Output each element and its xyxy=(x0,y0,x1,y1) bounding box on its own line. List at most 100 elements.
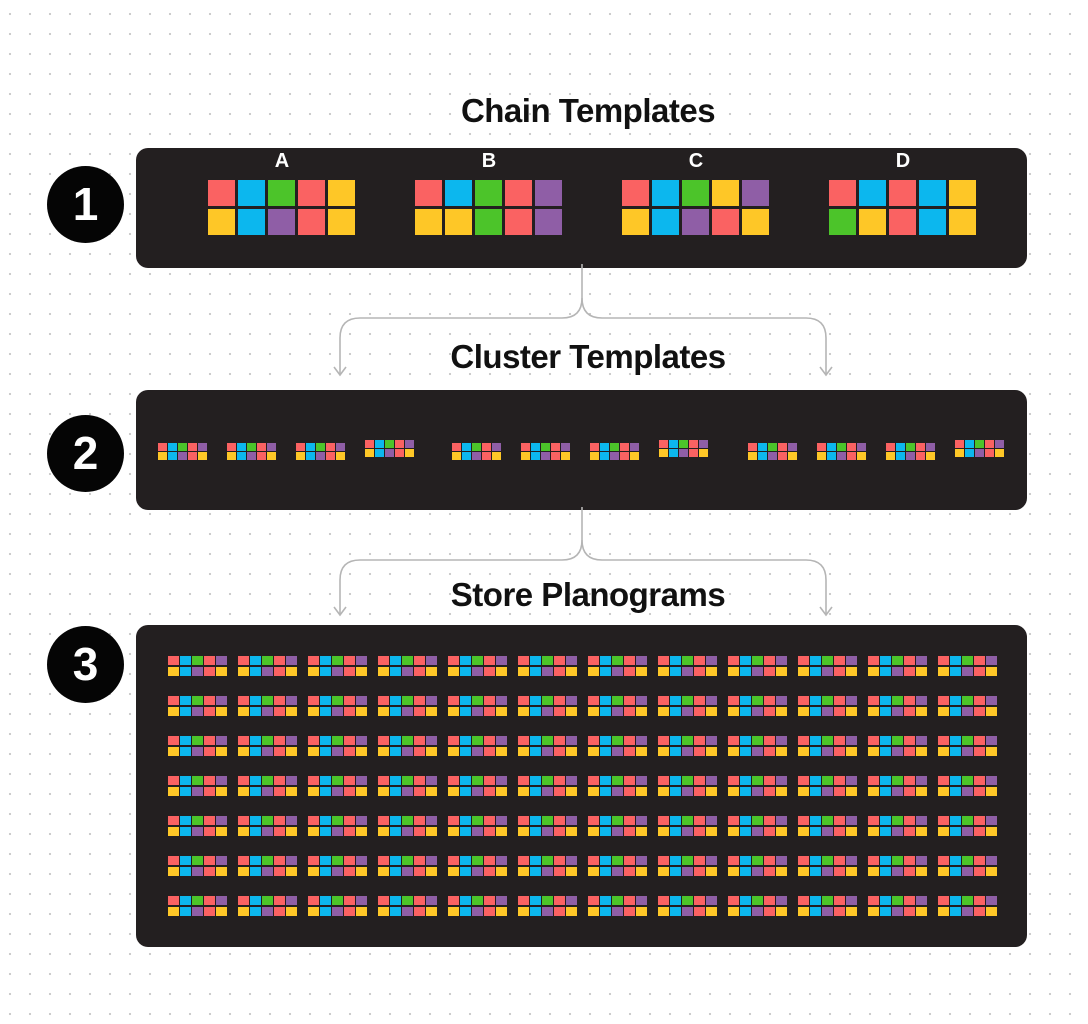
product-block xyxy=(846,816,857,825)
product-block xyxy=(168,656,179,665)
product-block xyxy=(916,827,927,836)
product-block xyxy=(530,696,541,705)
product-block xyxy=(496,896,507,905)
product-block xyxy=(274,856,285,865)
product-block xyxy=(216,696,227,705)
product-block xyxy=(554,776,565,785)
product-block xyxy=(788,452,797,460)
product-block xyxy=(460,907,471,916)
product-block xyxy=(916,696,927,705)
product-block xyxy=(308,907,319,916)
product-block xyxy=(798,827,809,836)
store-planogram-grid xyxy=(588,656,647,676)
product-block xyxy=(484,667,495,676)
product-block xyxy=(518,787,529,796)
product-block xyxy=(962,816,973,825)
product-block xyxy=(636,707,647,716)
product-block xyxy=(880,816,891,825)
product-block xyxy=(426,707,437,716)
product-block xyxy=(385,440,394,448)
product-block xyxy=(776,816,787,825)
product-block xyxy=(682,827,693,836)
product-block xyxy=(262,856,273,865)
store-planogram-grid xyxy=(238,736,297,756)
product-block xyxy=(810,736,821,745)
product-block xyxy=(257,452,266,460)
product-block xyxy=(658,907,669,916)
product-block xyxy=(868,747,879,756)
product-block xyxy=(492,443,501,451)
product-block xyxy=(168,787,179,796)
product-block xyxy=(694,856,705,865)
product-block xyxy=(247,452,256,460)
product-block xyxy=(542,667,553,676)
product-block xyxy=(308,707,319,716)
product-block xyxy=(320,896,331,905)
product-block xyxy=(612,656,623,665)
product-block xyxy=(238,747,249,756)
store-planogram-grid xyxy=(518,896,577,916)
product-block xyxy=(238,867,249,876)
product-block xyxy=(950,747,961,756)
product-block xyxy=(306,452,315,460)
product-block xyxy=(965,440,974,448)
product-block xyxy=(694,656,705,665)
product-block xyxy=(286,747,297,756)
store-planogram-grid xyxy=(728,776,787,796)
product-block xyxy=(658,776,669,785)
product-block xyxy=(986,896,997,905)
product-block xyxy=(846,776,857,785)
product-block xyxy=(518,856,529,865)
product-block xyxy=(868,736,879,745)
store-planogram-grid xyxy=(168,856,227,876)
product-block xyxy=(798,776,809,785)
product-block xyxy=(694,867,705,876)
product-block xyxy=(712,180,739,206)
product-block xyxy=(216,656,227,665)
store-planogram-grid xyxy=(798,696,857,716)
product-block xyxy=(810,656,821,665)
store-planogram-grid xyxy=(728,696,787,716)
product-block xyxy=(198,452,207,460)
product-block xyxy=(694,776,705,785)
product-block xyxy=(192,867,203,876)
product-block xyxy=(658,827,669,836)
product-block xyxy=(462,452,471,460)
product-block xyxy=(949,180,976,206)
store-planogram-grid xyxy=(518,736,577,756)
product-block xyxy=(834,707,845,716)
product-block xyxy=(974,696,985,705)
product-block xyxy=(868,787,879,796)
product-block xyxy=(740,816,751,825)
product-block xyxy=(986,787,997,796)
store-planogram-grid xyxy=(378,896,437,916)
product-block xyxy=(320,816,331,825)
product-block xyxy=(414,896,425,905)
product-block xyxy=(542,827,553,836)
product-block xyxy=(356,867,367,876)
product-block xyxy=(706,816,717,825)
product-block xyxy=(518,776,529,785)
cluster-template-grid xyxy=(365,440,414,457)
product-block xyxy=(904,867,915,876)
product-block xyxy=(518,816,529,825)
product-block xyxy=(588,896,599,905)
product-block xyxy=(658,816,669,825)
product-block xyxy=(620,452,629,460)
product-block xyxy=(238,816,249,825)
product-block xyxy=(612,707,623,716)
product-block xyxy=(859,180,886,206)
store-planogram-grid xyxy=(378,816,437,836)
product-block xyxy=(192,696,203,705)
product-block xyxy=(682,776,693,785)
product-block xyxy=(320,827,331,836)
product-block xyxy=(682,867,693,876)
product-block xyxy=(448,787,459,796)
product-block xyxy=(682,896,693,905)
product-block xyxy=(216,827,227,836)
product-block xyxy=(764,896,775,905)
product-block xyxy=(798,896,809,905)
product-block xyxy=(566,667,577,676)
product-block xyxy=(554,656,565,665)
product-block xyxy=(250,907,261,916)
